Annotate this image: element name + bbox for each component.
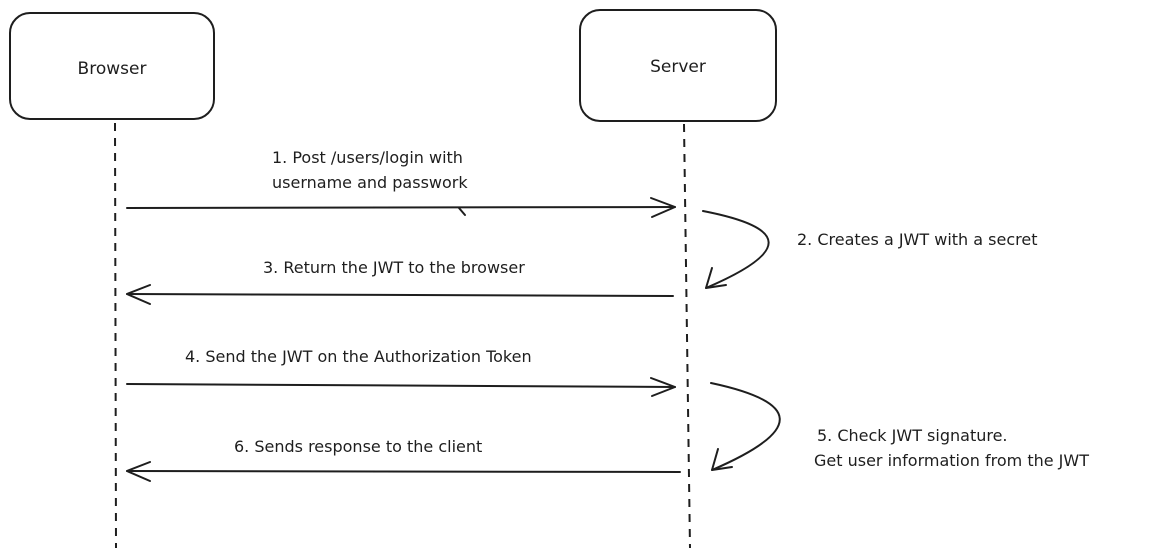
message-1-label-line1: 1. Post /users/login with bbox=[272, 148, 463, 167]
message-3-label: 3. Return the JWT to the browser bbox=[263, 258, 525, 277]
message-5-label-line2: Get user information from the JWT bbox=[814, 451, 1089, 470]
message-2-label: 2. Creates a JWT with a secret bbox=[797, 230, 1037, 249]
message-4-arrow-line bbox=[126, 383, 676, 388]
server-label: Server bbox=[650, 57, 706, 77]
message-1: 1. Post /users/login with username and p… bbox=[126, 148, 676, 218]
message-1-label-line2: username and passwork bbox=[272, 173, 468, 192]
sketch-mark bbox=[458, 207, 466, 216]
message-2-arrowhead bbox=[705, 267, 727, 289]
browser-label: Browser bbox=[78, 59, 147, 79]
message-6-arrowhead bbox=[126, 461, 151, 482]
message-5-label-line1: 5. Check JWT signature. bbox=[817, 426, 1008, 445]
message-1-arrowhead bbox=[650, 197, 676, 218]
server-box bbox=[579, 9, 777, 122]
message-1-arrow-line bbox=[126, 206, 676, 209]
server-lifeline bbox=[683, 123, 691, 549]
message-4: 4. Send the JWT on the Authorization Tok… bbox=[126, 347, 676, 397]
message-2: 2. Creates a JWT with a secret bbox=[702, 210, 1037, 289]
message-6: 6. Sends response to the client bbox=[126, 437, 681, 482]
message-5: 5. Check JWT signature. Get user informa… bbox=[710, 382, 1089, 471]
participant-server: Server bbox=[579, 9, 777, 122]
participant-browser: Browser bbox=[9, 12, 215, 120]
message-5-curve bbox=[710, 382, 781, 471]
browser-lifeline bbox=[114, 122, 117, 549]
message-6-label: 6. Sends response to the client bbox=[234, 437, 482, 456]
message-4-arrowhead bbox=[650, 377, 676, 397]
message-3-arrow-line bbox=[126, 293, 674, 297]
message-2-curve bbox=[702, 210, 770, 289]
message-3: 3. Return the JWT to the browser bbox=[126, 258, 674, 305]
message-6-arrow-line bbox=[126, 470, 681, 473]
message-3-arrowhead bbox=[126, 284, 151, 305]
browser-box bbox=[9, 12, 215, 120]
message-5-arrowhead bbox=[711, 448, 733, 471]
message-4-label: 4. Send the JWT on the Authorization Tok… bbox=[185, 347, 532, 366]
